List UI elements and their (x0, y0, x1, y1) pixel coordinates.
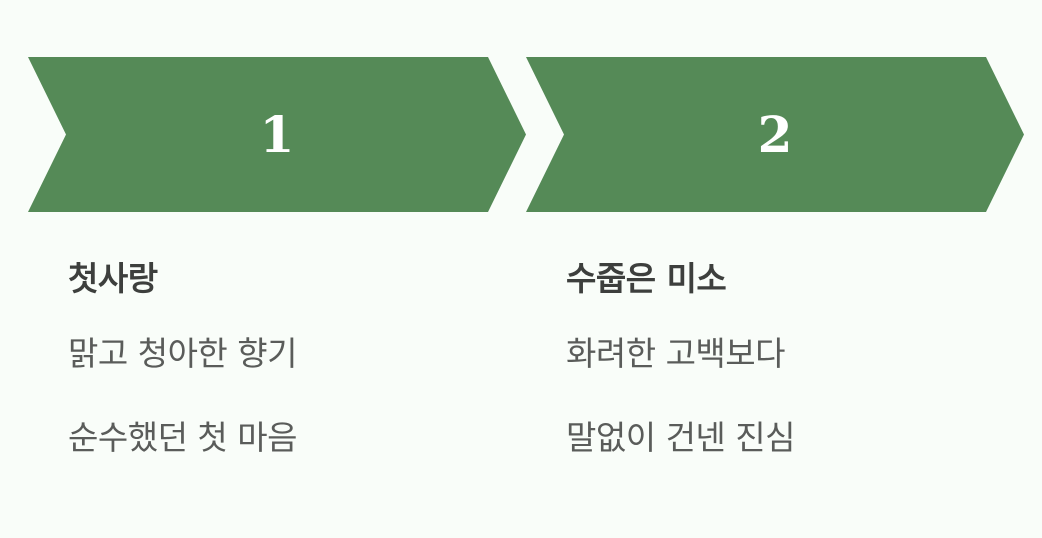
chevron-polygon (526, 57, 1024, 212)
step-title: 첫사랑 (68, 259, 158, 298)
chevron-arrow-shape (28, 57, 526, 212)
step-2: 2 수줍은 미소 화려한 고백보다 말없이 건넨 진심 (526, 0, 1026, 538)
step-description-line: 맑고 청아한 향기 (68, 334, 298, 373)
step-title: 수줍은 미소 (566, 259, 727, 298)
step-number: 1 (259, 104, 295, 164)
step-description-line: 순수했던 첫 마음 (68, 418, 298, 457)
step-1: 1 첫사랑 맑고 청아한 향기 순수했던 첫 마음 (28, 0, 528, 538)
chevron-polygon (28, 57, 526, 212)
step-description-line: 화려한 고백보다 (566, 334, 786, 373)
step-number: 2 (757, 104, 793, 164)
chevron-arrow-shape (526, 57, 1024, 212)
step-description-line: 말없이 건넨 진심 (566, 418, 796, 457)
